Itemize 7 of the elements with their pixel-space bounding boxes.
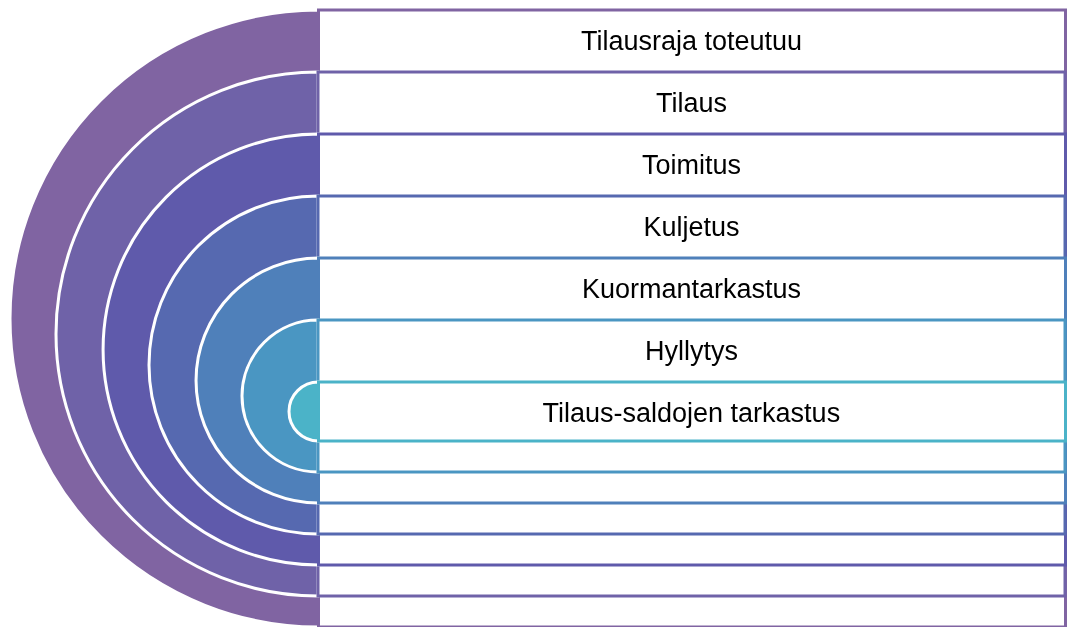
step-label: Toimitus — [642, 149, 742, 181]
step-label: Kuormantarkastus — [582, 273, 802, 305]
step-label: Tilausraja toteutuu — [581, 25, 803, 57]
step-label: Tilaus-saldojen tarkastus — [542, 397, 841, 429]
step-label: Hyllytys — [645, 335, 738, 367]
step-label: Tilaus — [656, 87, 728, 119]
step-label: Kuljetus — [643, 211, 740, 243]
